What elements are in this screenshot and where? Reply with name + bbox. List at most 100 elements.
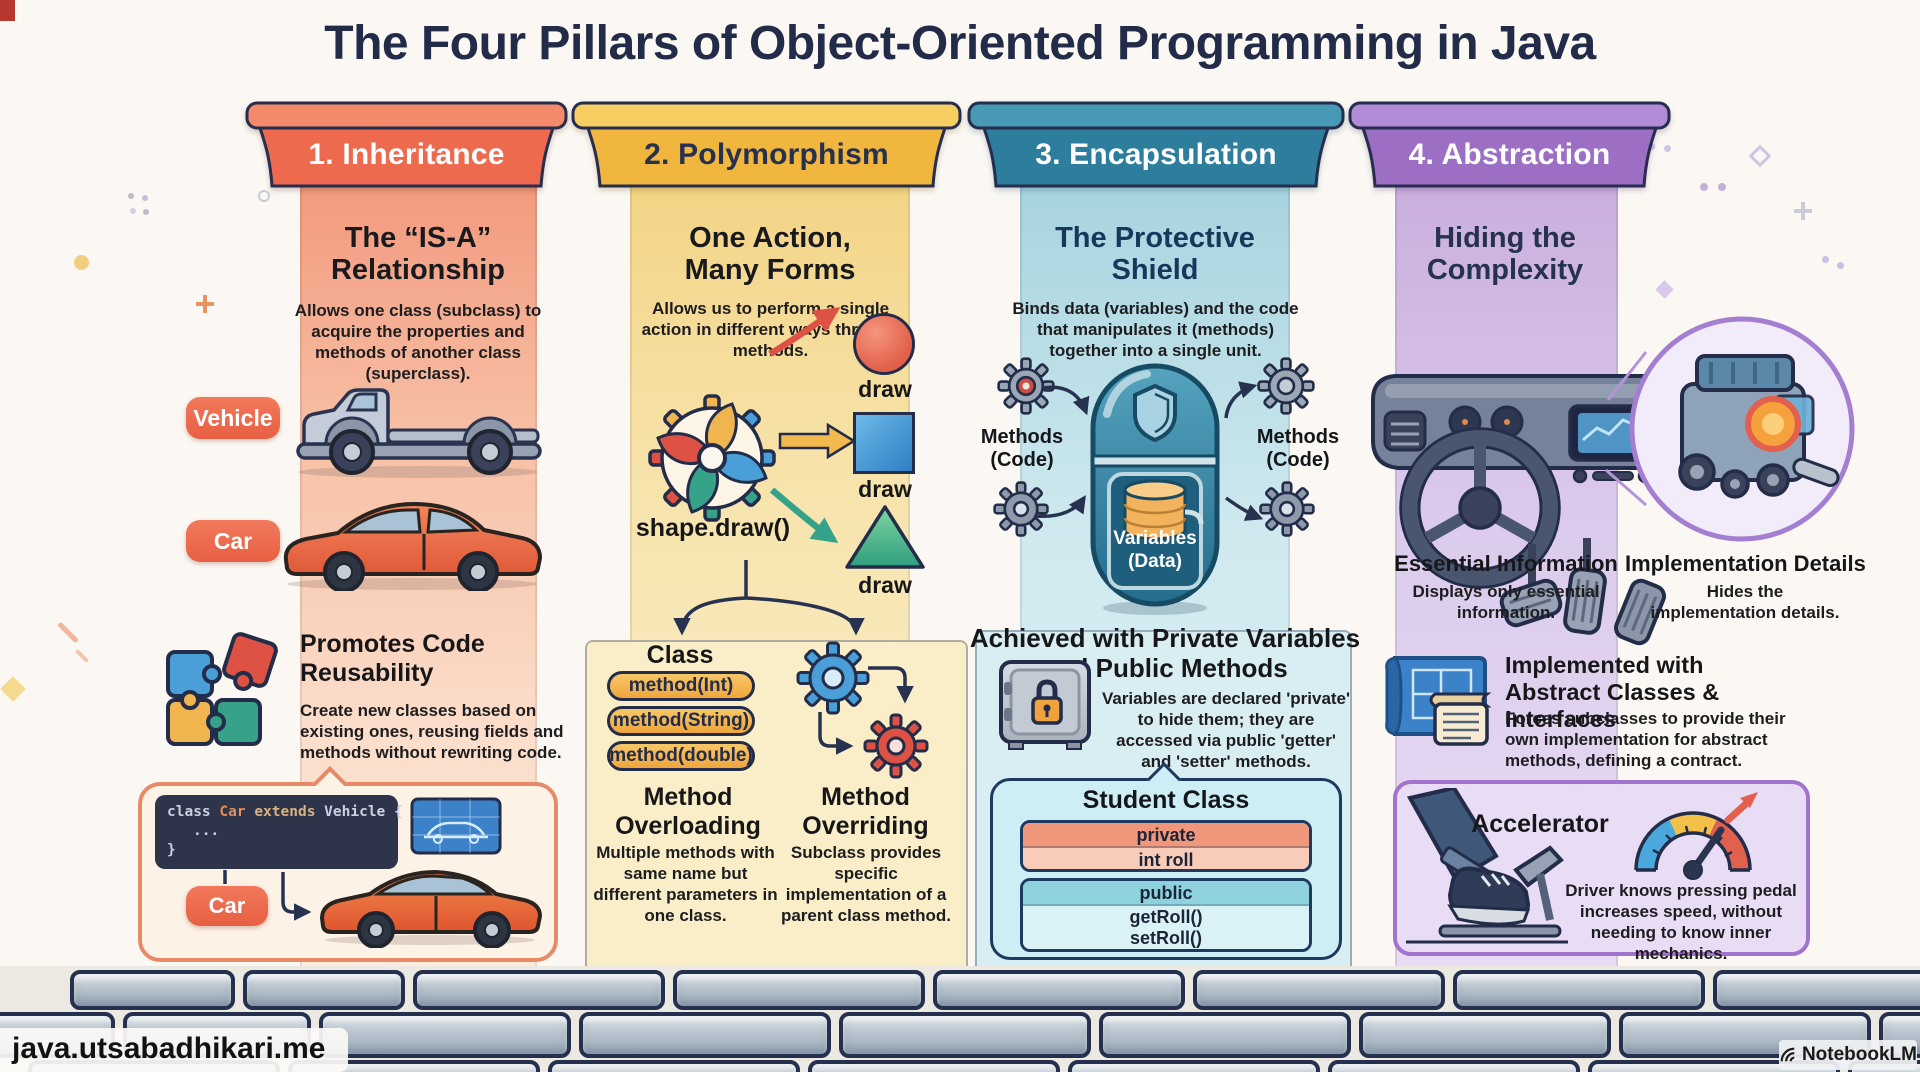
red-gear-icon	[863, 713, 929, 779]
car-badge: Car	[186, 520, 280, 562]
implementation-title: Implementation Details	[1625, 551, 1866, 576]
speed-gauge-icon	[1634, 792, 1758, 880]
public-method-setroll: setRoll()	[1130, 928, 1202, 948]
method-pill-double: method(double)	[607, 741, 755, 771]
abstraction-heading: Hiding the Complexity	[1426, 222, 1584, 287]
private-label: private	[1023, 823, 1309, 848]
blueprint-icon	[410, 797, 502, 855]
decorative-dash	[57, 621, 79, 644]
corner-red-square	[0, 0, 15, 21]
overloading-description: Multiple methods with same name but diff…	[593, 843, 778, 926]
overloading-title: Method Overloading	[615, 783, 761, 840]
decorative-dot-yellow	[74, 255, 89, 270]
credit-label: NotebookLM	[1801, 1044, 1917, 1065]
safe-lock-icon	[999, 660, 1091, 750]
draw-label-square: draw	[858, 476, 912, 502]
accelerator-title: Accelerator	[1471, 810, 1609, 838]
square-shape-icon	[853, 412, 915, 474]
pinwheel-gear-icon	[648, 394, 776, 522]
code-class-name: Car	[219, 804, 246, 820]
inheritance-description: Allows one class (subclass) to acquire t…	[294, 301, 542, 384]
method-pill-string: method(String)	[607, 706, 755, 736]
student-class-title: Student Class	[1082, 786, 1250, 814]
code-superclass: Vehicle	[324, 804, 386, 820]
methods-code-label-left: Methods (Code)	[980, 426, 1064, 471]
footer-website: java.utsabadhikari.me	[12, 1032, 326, 1065]
sports-car-icon	[319, 869, 543, 948]
inheritance-benefit-title: Promotes Code Reusability	[300, 630, 485, 687]
footer-text-backdrop	[0, 1028, 348, 1072]
code-keyword: class	[167, 804, 211, 820]
gear-icon-bottom-left	[993, 481, 1049, 537]
decorative-dots-purple	[1822, 256, 1829, 263]
capsule-shield-icon	[1090, 363, 1220, 615]
accelerator-description: Driver knows pressing pedal increases sp…	[1565, 881, 1797, 964]
pillar-header-inheritance: 1. Inheritance	[308, 138, 505, 171]
triangle-shape-icon	[845, 505, 925, 569]
code-line-2: ...	[193, 823, 220, 839]
abstract-description: Forces subclasses to provide their own i…	[1505, 709, 1786, 771]
polymorphism-heading: One Action, Many Forms	[684, 222, 856, 287]
public-label: public	[1023, 881, 1309, 906]
blueprint-scroll-icon	[1385, 656, 1492, 746]
page-title: The Four Pillars of Object-Oriented Prog…	[324, 17, 1596, 70]
code-line-3: }	[167, 842, 176, 858]
gear-icon-top-left	[997, 357, 1055, 415]
credit-badge: NotebookLM	[1779, 1040, 1917, 1070]
sedan-car-icon	[283, 501, 543, 591]
overriding-title: Method Overriding	[802, 783, 929, 840]
vehicle-chassis-icon	[296, 388, 542, 478]
methods-code-label-right: Methods (Code)	[1256, 426, 1340, 471]
gear-icon-bottom-right	[1259, 481, 1315, 537]
private-member: int roll	[1023, 848, 1309, 869]
inheritance-capital	[245, 101, 568, 188]
public-section: public getRoll() setRoll()	[1020, 878, 1312, 952]
draw-label-circle: draw	[858, 376, 912, 402]
pillar-header-polymorphism: 2. Polymorphism	[644, 138, 889, 171]
engine-magnifier-icon	[1629, 316, 1855, 542]
puzzle-pieces-icon	[166, 632, 278, 746]
decorative-dash	[74, 648, 90, 664]
decorative-diamond-outline	[1748, 144, 1772, 168]
abstract-title: Implemented with Abstract Classes & Inte…	[1505, 652, 1720, 732]
circle-shape-icon	[853, 313, 915, 375]
decorative-diamond-yellow	[0, 676, 26, 702]
private-section: private int roll	[1020, 820, 1312, 872]
code-keyword: extends	[254, 804, 316, 820]
implementation-description: Hides the implementation details.	[1650, 582, 1840, 623]
notebooklm-logo-icon	[1780, 1047, 1795, 1062]
pillar-header-encapsulation: 3. Encapsulation	[1035, 138, 1277, 171]
variables-data-label: Variables (Data)	[1113, 528, 1197, 572]
vehicle-badge: Vehicle	[186, 397, 280, 439]
essential-title: Essential Information	[1394, 551, 1618, 576]
encapsulation-heading: The Protective Shield	[1055, 222, 1255, 287]
encapsulation-capital	[967, 101, 1345, 188]
car-result-badge: Car	[186, 886, 268, 926]
polymorphism-capital	[571, 101, 962, 188]
gear-icon-top-right	[1257, 357, 1315, 415]
draw-label-triangle: draw	[858, 572, 912, 598]
method-pill-int: method(Int)	[607, 671, 755, 701]
abstraction-capital	[1348, 101, 1671, 188]
decorative-diamond-lavender	[1655, 280, 1674, 299]
inheritance-benefit-description: Create new classes based on existing one…	[300, 701, 564, 763]
decorative-plus-orange	[196, 295, 214, 313]
decorative-ring	[258, 190, 270, 202]
decorative-plus-grey	[1794, 202, 1812, 220]
blue-gear-icon	[796, 641, 870, 715]
code-line-1: class Car extends Vehicle {	[167, 803, 403, 822]
public-method-getroll: getRoll()	[1129, 907, 1203, 927]
method-call-label: shape.draw()	[635, 514, 791, 542]
foot-pedal-icon	[1406, 788, 1568, 944]
inheritance-heading: The “IS-A” Relationship	[330, 222, 505, 287]
brick-wall	[0, 966, 1920, 1072]
decorative-dots	[128, 193, 134, 199]
essential-description: Displays only essential information.	[1412, 582, 1600, 623]
encapsulation-description: Binds data (variables) and the code that…	[1012, 299, 1299, 361]
overriding-description: Subclass provides specific implementatio…	[780, 843, 952, 926]
code-brace: {	[394, 804, 403, 820]
decorative-dots-purple	[1700, 183, 1708, 191]
code-snippet: class Car extends Vehicle { ... }	[155, 795, 403, 869]
pillar-header-abstraction: 4. Abstraction	[1408, 138, 1611, 171]
